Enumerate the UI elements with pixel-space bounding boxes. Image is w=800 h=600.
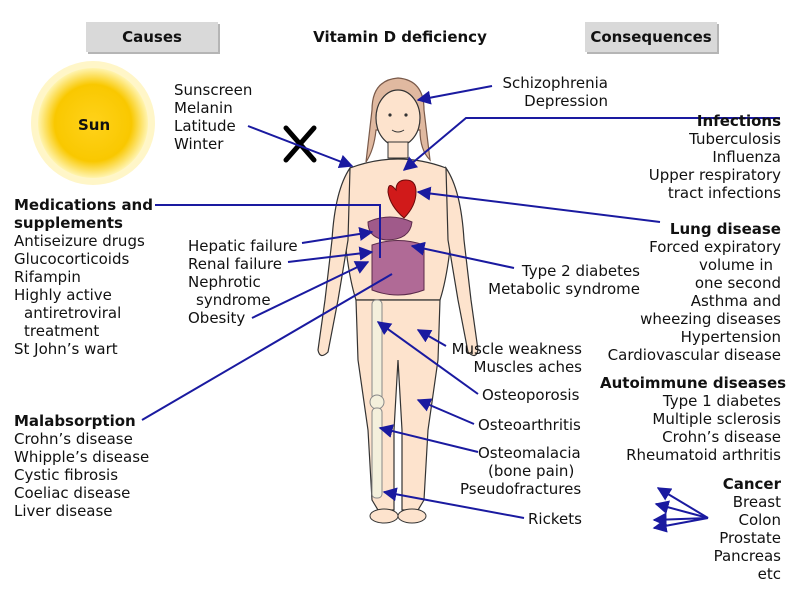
osteomalacia-item: (bone pain) [488, 462, 575, 480]
consequences-header: Consequences [585, 22, 717, 52]
infection-item: Tuberculosis [689, 130, 781, 148]
muscle-item: Muscle weakness [451, 340, 582, 358]
medications-heading-2: supplements [14, 214, 123, 232]
arrow-lung [416, 186, 661, 223]
malabsorption-item: Coeliac disease [14, 484, 131, 502]
lung-item: one second [694, 274, 781, 292]
rickets-label: Rickets [528, 510, 582, 528]
line-medications [155, 204, 381, 258]
cancer-item: Breast [732, 493, 781, 511]
arrow-osteomalacia [378, 424, 479, 453]
lung-item: Asthma and [690, 292, 781, 310]
lung-item: Forced expiratory [649, 238, 781, 256]
organ-cause-item: Hepatic failure [188, 237, 298, 255]
sun-icon [31, 61, 155, 185]
infection-item: Upper respiratory [648, 166, 781, 184]
arrow-cancer-1 [656, 487, 709, 519]
osteoarthritis-label: Osteoarthritis [478, 416, 581, 434]
metabolic-item: Type 2 diabetes [521, 262, 640, 280]
autoimmune-item: Crohn’s disease [662, 428, 781, 446]
sun-factor-item: Latitude [174, 117, 236, 135]
autoimmune-block: Autoimmune diseases Type 1 diabetes Mult… [600, 374, 787, 464]
malabsorption-heading: Malabsorption [14, 412, 136, 430]
organ-causes-list: Hepatic failure Renal failure Nephrotic … [188, 237, 298, 327]
infection-item: tract infections [667, 184, 781, 202]
osteomalacia-item: Osteomalacia [478, 444, 581, 462]
metabolic-item: Metabolic syndrome [488, 280, 640, 298]
muscle-consequences: Muscle weakness Muscles aches [444, 340, 582, 376]
human-body-figure [317, 77, 479, 524]
arrow-rickets [382, 487, 525, 519]
arrow-cancer-4 [652, 517, 709, 533]
arrow-osteoporosis [376, 321, 479, 395]
sun-factor-item: Melanin [174, 99, 233, 117]
sun-label: Sun [78, 116, 111, 134]
autoimmune-item: Rheumatoid arthritis [626, 446, 781, 464]
mental-item: Schizophrenia [502, 74, 608, 92]
medication-item: antiretroviral [24, 304, 122, 322]
mental-item: Depression [524, 92, 608, 110]
osteoporosis-label: Osteoporosis [482, 386, 580, 404]
lung-block: Lung disease Forced expiratory volume in… [600, 220, 781, 364]
medications-block: Medications and supplements Antiseizure … [14, 196, 153, 358]
cancer-item: Colon [738, 511, 781, 529]
autoimmune-item: Multiple sclerosis [652, 410, 781, 428]
arrow-infections [402, 117, 780, 171]
medication-item: Rifampin [14, 268, 81, 286]
cancer-item: Prostate [719, 529, 781, 547]
arrow-metabolic [410, 241, 515, 269]
infection-item: Influenza [712, 148, 781, 166]
lung-item: wheezing diseases [640, 310, 781, 328]
arrow-muscle [416, 329, 447, 347]
organ-cause-item: Renal failure [188, 255, 282, 273]
arrow-cancer-2 [654, 500, 709, 519]
arrow-sun-factors [247, 125, 354, 169]
organ-cause-item: Nephrotic [188, 273, 261, 291]
arrow-renal [287, 246, 374, 263]
medications-heading: Medications and [14, 196, 153, 214]
medication-item: treatment [24, 322, 100, 340]
medication-item: St John’s wart [14, 340, 118, 358]
medication-item: Glucocorticoids [14, 250, 130, 268]
lung-item: Hypertension [680, 328, 781, 346]
metabolic-consequences: Type 2 diabetes Metabolic syndrome [480, 262, 640, 298]
cancer-block: Cancer Breast Colon Prostate Pancreas et… [680, 475, 781, 583]
lung-heading: Lung disease [669, 220, 781, 238]
cancer-heading: Cancer [722, 475, 781, 493]
blocked-x-icon [283, 125, 317, 163]
diagram-title: Vitamin D deficiency [313, 28, 487, 46]
malabsorption-item: Whipple’s disease [14, 448, 150, 466]
autoimmune-heading: Autoimmune diseases [600, 374, 787, 392]
sun-factors-list: Sunscreen Melanin Latitude Winter [174, 81, 252, 153]
malabsorption-item: Crohn’s disease [14, 430, 133, 448]
muscle-item: Muscles aches [473, 358, 582, 376]
infections-block: Infections Tuberculosis Influenza Upper … [600, 112, 781, 202]
arrow-osteoarthritis [416, 398, 475, 425]
causes-header: Causes [86, 22, 218, 52]
arrow-hepatic [301, 227, 374, 244]
cancer-item: etc [757, 565, 781, 583]
malabsorption-block: Malabsorption Crohn’s disease Whipple’s … [14, 412, 149, 520]
mental-consequences: Schizophrenia Depression [496, 74, 608, 110]
organ-cause-item: Obesity [188, 309, 246, 327]
cancer-item: Pancreas [713, 547, 781, 565]
medication-item: Highly active [14, 286, 112, 304]
malabsorption-item: Liver disease [14, 502, 113, 520]
infections-heading: Infections [696, 112, 781, 130]
malabsorption-item: Cystic fibrosis [14, 466, 119, 484]
arrow-mental [416, 85, 493, 105]
osteomalacia-item: Pseudofractures [460, 480, 582, 498]
autoimmune-item: Type 1 diabetes [662, 392, 781, 410]
arrow-obesity [251, 261, 370, 319]
medication-item: Antiseizure drugs [14, 232, 145, 250]
sun-factor-item: Sunscreen [174, 81, 253, 99]
lung-item: volume in [698, 256, 773, 274]
line-malabsorption [141, 273, 393, 421]
lung-item: Cardiovascular disease [607, 346, 781, 364]
sun-factor-item: Winter [174, 135, 224, 153]
osteomalacia-consequences: Osteomalacia (bone pain) Pseudofractures [460, 444, 581, 498]
organ-cause-item: syndrome [196, 291, 271, 309]
